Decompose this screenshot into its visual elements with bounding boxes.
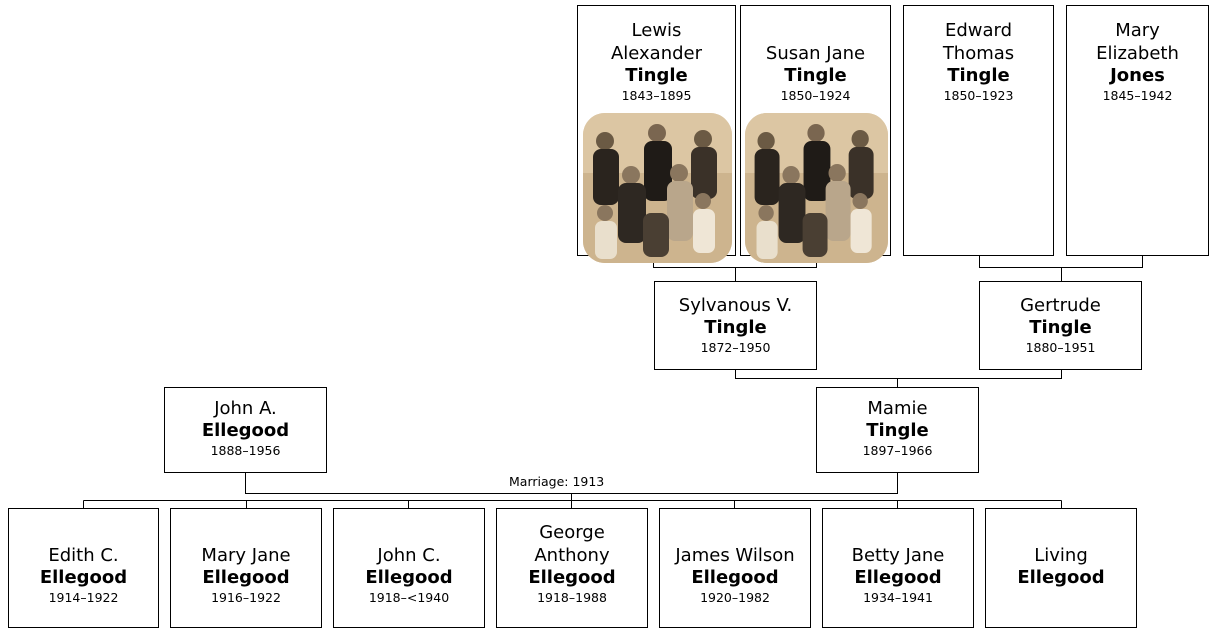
given-name: Gertrude [1020, 295, 1101, 316]
person-gertrude-tingle[interactable]: Gertrude Tingle 1880–1951 [979, 281, 1142, 370]
given-name: George [539, 522, 605, 543]
given-name: Anthony [534, 545, 610, 566]
given-name: Susan Jane [765, 43, 866, 64]
given-name: Living [1034, 545, 1088, 566]
surname: Tingle [704, 317, 767, 338]
life-dates: 1897–1966 [862, 443, 933, 458]
surname: Ellegood [202, 567, 290, 588]
life-dates: 1850–1924 [780, 88, 851, 103]
given-name: Edward [944, 20, 1013, 41]
surname: Tingle [1029, 317, 1092, 338]
given-name: Lewis [631, 20, 682, 41]
life-dates: 1845–1942 [1102, 88, 1173, 103]
surname: Ellegood [365, 567, 453, 588]
life-dates: 1850–1923 [943, 88, 1014, 103]
surname: Ellegood [691, 567, 779, 588]
surname: Tingle [625, 65, 688, 86]
surname: Ellegood [39, 567, 128, 588]
person-sylvanous-v-tingle[interactable]: Sylvanous V. Tingle 1872–1950 [654, 281, 817, 370]
surname: Tingle [866, 420, 929, 441]
life-dates: 1934–1941 [863, 590, 933, 605]
person-john-c-ellegood[interactable]: John C. Ellegood 1918–<1940 [333, 508, 485, 628]
surname: Tingle [784, 65, 847, 86]
given-name: Sylvanous V. [678, 295, 793, 316]
life-dates: 1843–1895 [621, 88, 692, 103]
surname: Ellegood [528, 567, 616, 588]
person-james-wilson-ellegood[interactable]: James Wilson Ellegood 1920–1982 [659, 508, 811, 628]
person-edith-c-ellegood[interactable]: Edith C. Ellegood 1914–1922 [8, 508, 159, 628]
person-george-anthony-ellegood[interactable]: George Anthony Ellegood 1918–1988 [496, 508, 648, 628]
given-name: Betty Jane [851, 545, 945, 566]
given-name: James Wilson [675, 545, 795, 566]
person-mary-elizabeth-jones[interactable]: Mary Elizabeth Jones 1845–1942 [1066, 5, 1209, 256]
given-name: Edith C. [48, 545, 119, 566]
surname: Jones [1110, 65, 1165, 86]
life-dates: 1888–1956 [210, 443, 281, 458]
life-dates: 1872–1950 [700, 340, 771, 355]
person-mary-jane-ellegood[interactable]: Mary Jane Ellegood 1916–1922 [170, 508, 322, 628]
life-dates: 1880–1951 [1025, 340, 1096, 355]
family-photo [745, 113, 888, 263]
person-living-ellegood[interactable]: Living Ellegood [985, 508, 1137, 628]
person-susan-jane-tingle[interactable]: Susan Jane Tingle 1850–1924 [740, 5, 891, 263]
given-name: Mamie [867, 398, 928, 419]
person-edward-thomas-tingle[interactable]: Edward Thomas Tingle 1850–1923 [903, 5, 1054, 256]
given-name: Mary Jane [201, 545, 291, 566]
surname: Ellegood [854, 567, 942, 588]
life-dates: 1920–1982 [700, 590, 770, 605]
family-photo [583, 113, 732, 263]
person-john-a-ellegood[interactable]: John A. Ellegood 1888–1956 [164, 387, 327, 473]
person-mamie-tingle[interactable]: Mamie Tingle 1897–1966 [816, 387, 979, 473]
person-betty-jane-ellegood[interactable]: Betty Jane Ellegood 1934–1941 [822, 508, 974, 628]
given-name: Mary [1115, 20, 1160, 41]
given-name: John A. [214, 398, 277, 419]
life-dates: 1918–<1940 [368, 590, 450, 605]
surname: Ellegood [201, 420, 290, 441]
person-lewis-alexander-tingle[interactable]: Lewis Alexander Tingle 1843–1895 [577, 5, 736, 263]
surname: Ellegood [1017, 567, 1105, 588]
given-name: Elizabeth [1096, 43, 1179, 64]
given-name: John C. [377, 545, 441, 566]
surname: Tingle [947, 65, 1010, 86]
given-name: Thomas [942, 43, 1015, 64]
life-dates: 1918–1988 [537, 590, 607, 605]
life-dates: 1914–1922 [48, 590, 119, 605]
marriage-label: Marriage: 1913 [509, 474, 605, 489]
life-dates: 1916–1922 [211, 590, 281, 605]
given-name: Alexander [610, 43, 703, 64]
